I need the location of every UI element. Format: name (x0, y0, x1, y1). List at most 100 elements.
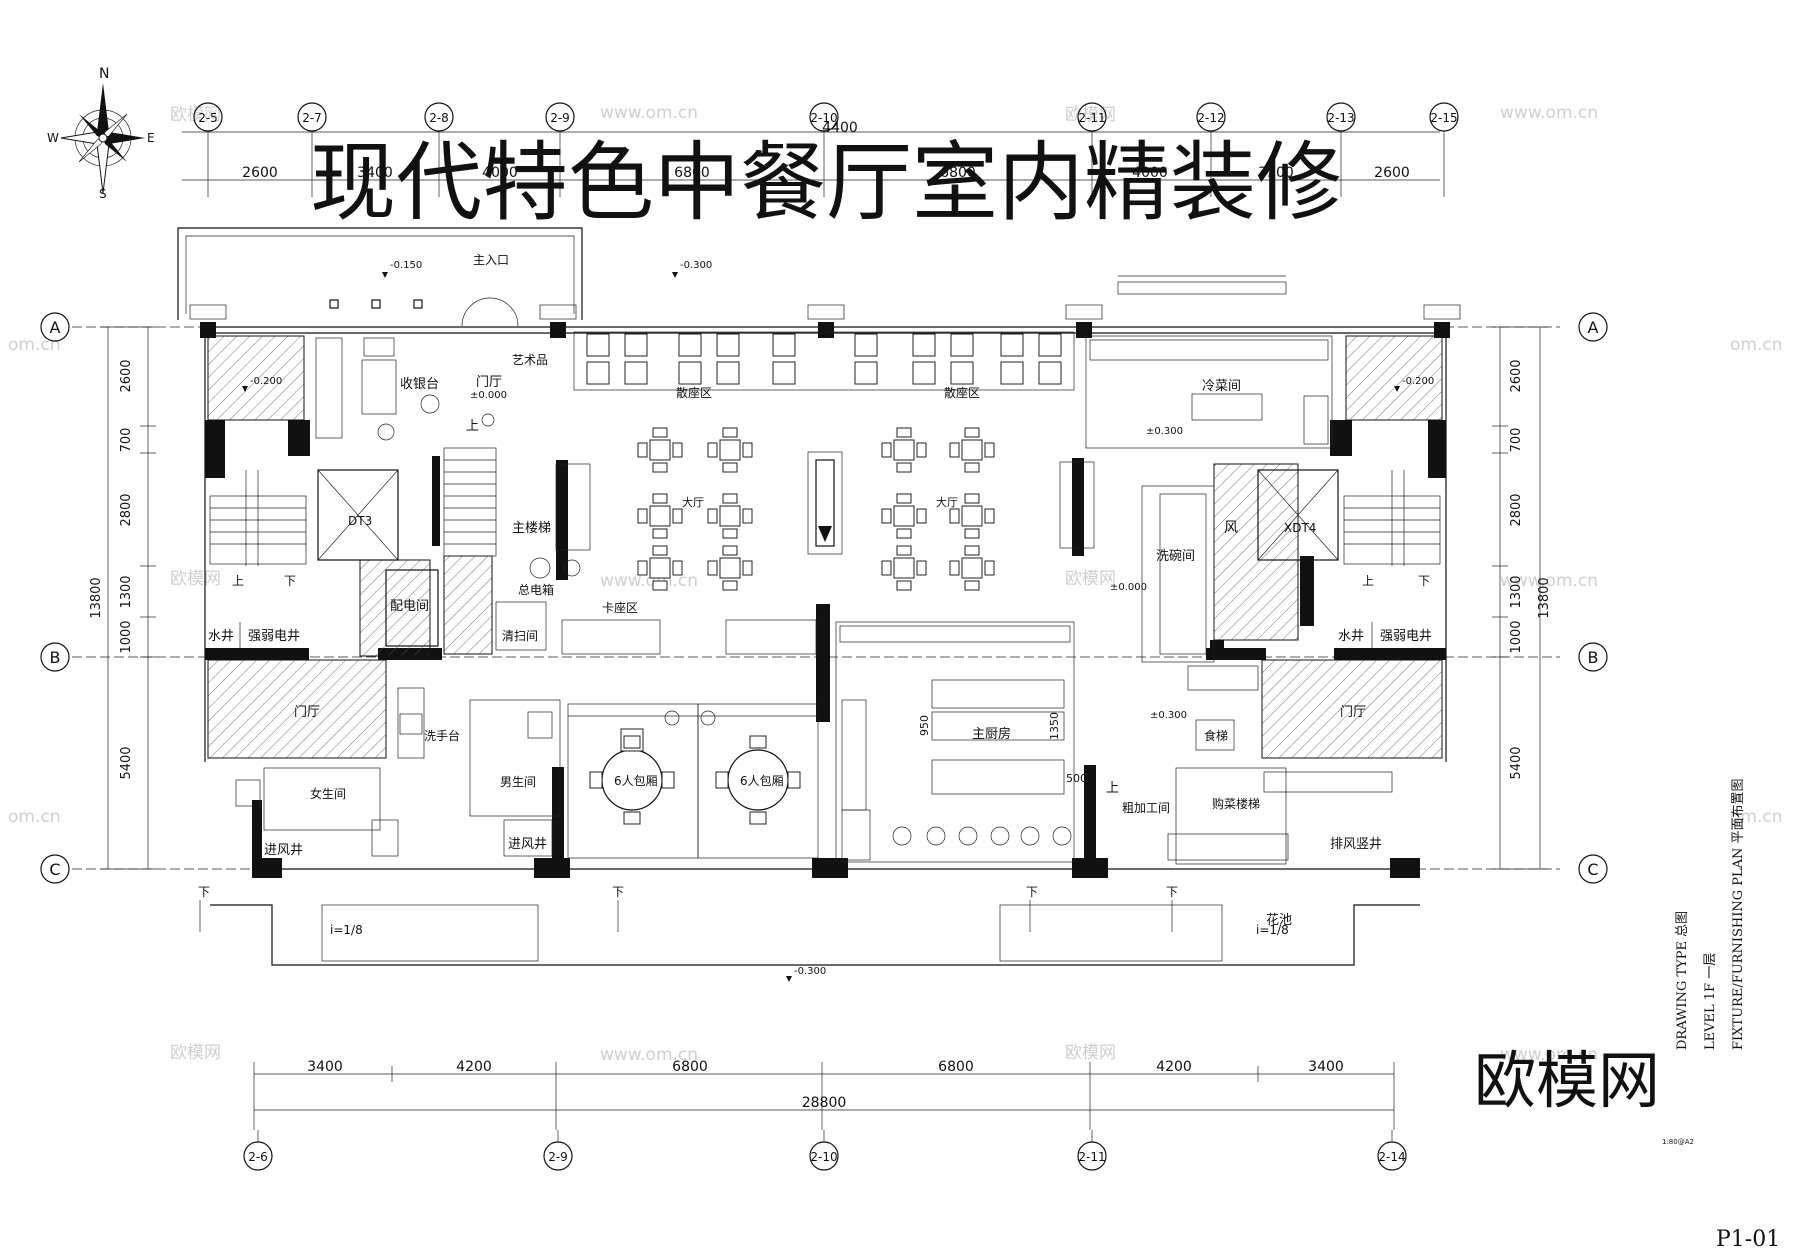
room-label: 水井 (208, 629, 234, 644)
dimension: 700 (1509, 428, 1524, 453)
watermark: om.cn (8, 335, 61, 355)
grid-bubble: 2-6 (248, 1150, 268, 1164)
row-bubble: B (50, 648, 61, 667)
dimension: 950 (918, 715, 931, 736)
dimension: 4000 (482, 165, 518, 181)
main-staircase: 主楼梯 总电箱 清扫间 卡座区 (432, 447, 638, 651)
room-label: 大厅 (682, 495, 704, 509)
compass-east: E (147, 131, 155, 145)
elevation-mark: -0.300 (680, 260, 712, 271)
title-block: DRAWING TYPE 总图 LEVEL 1F 一层 FIXTURE/FURN… (1662, 778, 1746, 1146)
watermark: www.om.cn (1500, 103, 1598, 123)
dimension: 1000 (119, 620, 134, 653)
room-label: 排风竖井 (1330, 837, 1382, 852)
room-label: 花池 (1266, 912, 1292, 928)
watermark: 欧模网 (170, 1043, 221, 1063)
dimension: 3300 (1258, 165, 1294, 181)
level-label: LEVEL 1F 一层 (1703, 953, 1718, 1050)
room-label: 散座区 (676, 385, 712, 400)
dimension: 6800 (940, 165, 976, 181)
grid-bubble: 2-11 (1078, 1150, 1105, 1164)
stair-down-mark: 下 (1418, 574, 1430, 588)
watermark: om.cn (1730, 807, 1783, 827)
left-dimensions: 2600 700 2800 1300 1000 5400 13800 (89, 326, 156, 870)
elevation-mark: ±0.300 (1150, 710, 1187, 721)
left-stair-core: DT3 上 下 水井 强弱电井 门厅 配电间 (208, 469, 439, 720)
dining-seating: 散座区 散座区 大厅 大厅 (555, 331, 1095, 655)
room-label: 6人包厢 (614, 774, 658, 788)
watermark: www.om.cn (600, 103, 698, 123)
dimension: 3400 (357, 165, 393, 181)
dimension: 1300 (119, 575, 134, 608)
room-label: 购菜楼梯 (1212, 796, 1260, 811)
elevation-mark: -0.300 (794, 966, 826, 977)
room-label: 风 (1224, 520, 1238, 536)
compass-north: N (99, 66, 109, 82)
grid-bubble: 2-11 (1078, 111, 1105, 125)
room-label: 6人包厢 (740, 774, 784, 788)
dimension: 4200 (1156, 1059, 1192, 1075)
row-bubble: A (1588, 318, 1599, 337)
dimension: 6800 (672, 1059, 708, 1075)
service-rooms: 冷菜间 洗碗间 ±0.000 ±0.300 ±0.300 食梯 粗加工间 上 购… (1085, 335, 1393, 865)
grid-top: 2-5 2-7 2-8 2-9 2-10 2-11 2-12 2-13 2-15… (182, 102, 1459, 197)
stair-up-mark: 上 (1106, 781, 1119, 796)
restrooms: 洗手台 女生间 进风井 男生间 进风井 (235, 687, 561, 858)
dimension: 500 (1066, 772, 1087, 785)
room-label: 女生间 (310, 786, 346, 801)
grid-bubble: 2-7 (302, 111, 322, 125)
grid-bubble: 2-10 (810, 111, 837, 125)
room-label: i=1/8 (330, 923, 363, 937)
room-label: 主入口 (473, 253, 509, 267)
entrance-canopy: 主入口 (177, 227, 1287, 327)
watermark: om.cn (1730, 335, 1783, 355)
dimension: 700 (119, 428, 134, 453)
dimension: 28800 (802, 1095, 847, 1111)
watermark: www.om.cn (600, 571, 698, 591)
dimension: 1300 (1509, 575, 1524, 608)
dimension: 4200 (456, 1059, 492, 1075)
grid-bubble: 2-5 (198, 111, 218, 125)
grid-bubble: 2-14 (1378, 1150, 1405, 1164)
bottom-dimensions: 3400 4200 6800 6800 4200 3400 28800 2-6 … (243, 1059, 1407, 1171)
room-label: 强弱电井 (1380, 629, 1432, 644)
room-label: 散座区 (944, 385, 980, 400)
room-label: i=1/8 (1256, 923, 1289, 937)
dimension: 2800 (1509, 493, 1524, 526)
elevation-mark: -0.150 (390, 260, 422, 271)
private-rooms: 6人包厢 6人包厢 (567, 703, 819, 859)
room-label: 主楼梯 (512, 521, 551, 536)
dimension: 6800 (674, 165, 710, 181)
room-label: 艺术品 (512, 353, 548, 367)
stair-down-mark: 下 (1026, 885, 1038, 899)
watermark: www.om.cn (1500, 1045, 1598, 1065)
elevation-mark: ±0.000 (1110, 582, 1147, 593)
stair-up-mark: 上 (466, 419, 479, 434)
stair-down-mark: 下 (612, 885, 624, 899)
room-label: 强弱电井 (248, 629, 300, 644)
room-label: 食梯 (1204, 728, 1228, 743)
dimension: 5400 (119, 746, 134, 779)
dimension: 4400 (822, 120, 858, 136)
scale-label: 1:80@A2 (1662, 1138, 1694, 1146)
right-dimensions: 2600 700 2800 1300 1000 5400 13800 (1492, 326, 1552, 870)
watermark: 欧模网 (1065, 569, 1116, 589)
row-bubble: B (1588, 648, 1599, 667)
dimension: 1000 (1509, 620, 1524, 653)
stair-up-mark: 上 (232, 574, 244, 588)
room-label: 卡座区 (602, 600, 638, 615)
room-label: 门厅 (476, 375, 502, 390)
room-label: 收银台 (400, 377, 439, 392)
room-label: 进风井 (508, 837, 547, 852)
dimension: 2600 (1509, 359, 1524, 392)
room-label: 大厅 (936, 495, 958, 509)
elevation-mark: ±0.300 (1146, 426, 1183, 437)
room-label: XDT4 (1284, 521, 1316, 535)
sheet-number: P1-01 (1716, 1227, 1780, 1252)
stair-down-mark: 下 (1166, 885, 1178, 899)
room-label: 水井 (1338, 629, 1364, 644)
right-stair-core: XDT4 风 上 下 水井 强弱电井 门厅 (1224, 469, 1441, 720)
dimension: 4000 (1132, 165, 1168, 181)
room-label: 总电箱 (518, 582, 554, 597)
compass-icon: N S E W (47, 66, 155, 201)
